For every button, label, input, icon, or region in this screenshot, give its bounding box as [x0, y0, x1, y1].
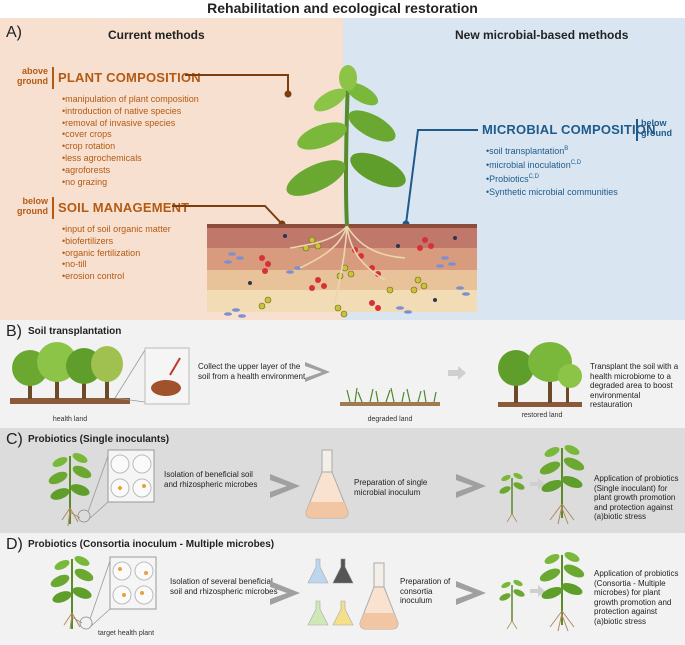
arrow-right-icon [530, 478, 545, 490]
plant-roots [289, 225, 406, 304]
plant-side-label: above ground [12, 66, 48, 86]
figure-title: Rehabilitation and ecological restoratio… [207, 0, 478, 16]
soil-side-label: below ground [12, 196, 48, 216]
panel-c-letter: C) [6, 431, 23, 448]
panel-b-letter: B) [6, 323, 22, 340]
flask-c [305, 449, 349, 519]
soil-layers [207, 224, 477, 312]
soil-transplant-illustration [10, 342, 582, 407]
list-item: removal of invasive species [62, 118, 199, 130]
multi-isolation-text: Isolation of several beneficial soil and… [170, 577, 278, 596]
panel-d-title: Probiotics (Consortia inoculum - Multipl… [28, 539, 275, 550]
panel-c: C) Probiotics (Single inoculants) Isolat… [0, 428, 685, 533]
grown-plant-d [539, 552, 585, 632]
single-inoculant-illustration [48, 445, 585, 527]
list-item: input of soil organic matter [62, 224, 171, 236]
microbial-composition-list: soil transplantationB microbial inoculat… [486, 144, 618, 199]
grown-plant-c [539, 445, 585, 525]
microbial-side-top: below [641, 118, 667, 128]
restored-land-label: restored land [521, 412, 563, 419]
list-item: introduction of native species [62, 106, 199, 118]
microbial-side-label: below ground [641, 118, 681, 138]
target-plant-label: target health plant [97, 630, 155, 637]
plant-composition-title: PLANT COMPOSITION [58, 70, 201, 85]
panel-a-letter: A) [6, 24, 22, 41]
list-item: organic fertilization [62, 248, 171, 260]
degraded-land-label: degraded land [367, 416, 413, 423]
panel-a: A) Current methods New microbial-based m… [0, 18, 685, 320]
petri-dishes-d [89, 556, 157, 628]
panel-d-letter: D) [6, 536, 23, 553]
plant-connector-line [185, 74, 289, 94]
soil-side-bottom: ground [17, 206, 48, 216]
arrow-chevron-icon [456, 581, 486, 605]
soil-divider-bar [52, 197, 54, 219]
list-item: soil transplantationB [486, 144, 618, 158]
plant-side-bottom: ground [17, 76, 48, 86]
soil-sample-inset [114, 347, 190, 405]
soil-connector-line [172, 205, 283, 225]
list-item: no-till [62, 259, 171, 271]
plant-soil-illustration [172, 65, 478, 318]
list-item: manipulation of plant composition [62, 94, 199, 106]
consortia-flask [359, 562, 399, 630]
arrow-chevron-icon [270, 474, 300, 498]
small-plant-c [499, 472, 525, 523]
plant-divider-bar [52, 67, 54, 89]
list-item: no grazing [62, 177, 199, 189]
arrow-chevron-icon [456, 474, 486, 498]
health-land-label: health land [52, 416, 88, 423]
list-item: erosion control [62, 271, 171, 283]
plant-composition-list: manipulation of plant composition introd… [62, 94, 199, 188]
soil-transplant-text: Transplant the soil with a health microb… [590, 362, 679, 409]
consortia-application-text: Application of probiotics (Consortia - M… [594, 569, 679, 626]
soil-management-list: input of soil organic matter biofertiliz… [62, 224, 171, 283]
list-item: Synthetic microbial communities [486, 185, 618, 199]
panel-d: D) Probiotics (Consortia inoculum - Mult… [0, 533, 685, 645]
soil-collection-text: Collect the upper layer of the soil from… [198, 362, 306, 381]
restored-land-trees [498, 342, 582, 407]
small-flasks [307, 558, 354, 626]
list-item: crop rotation [62, 141, 199, 153]
soil-management-title: SOIL MANAGEMENT [58, 200, 190, 215]
plant-d [50, 556, 94, 630]
degraded-land-grass [340, 387, 440, 406]
list-item: cover crops [62, 129, 199, 141]
plant-side-top: above [21, 66, 48, 76]
arrow-chevron-icon [270, 581, 300, 605]
panel-b-title: Soil transplantation [28, 326, 122, 337]
panel-c-title: Probiotics (Single inoculants) [28, 434, 170, 445]
microbial-composition-title: MICROBIAL COMPOSITION [482, 122, 656, 137]
health-land-trees [10, 342, 130, 404]
current-methods-heading: Current methods [108, 28, 205, 42]
list-item: agroforests [62, 165, 199, 177]
consortia-inoculum-text: Preparation of consortia inoculum [400, 577, 451, 605]
single-inoculum-text: Preparation of single microbial inoculum [354, 478, 428, 497]
list-item: ProbioticsC,D [486, 172, 618, 186]
new-methods-heading: New microbial-based methods [455, 28, 629, 42]
petri-dishes-c [87, 449, 155, 521]
microbial-divider-bar [636, 119, 638, 141]
list-item: biofertilizers [62, 236, 171, 248]
soil-side-top: below [22, 196, 48, 206]
small-plant-d [499, 579, 525, 630]
plant [286, 65, 406, 227]
arrow-chevron-icon [305, 362, 330, 382]
microbial-side-bottom: ground [641, 128, 672, 138]
plant-c [48, 453, 92, 527]
panel-b: B) Soil transplantation Collect the uppe… [0, 320, 685, 428]
plant-connector-dot [284, 90, 292, 98]
consortia-inoculum-illustration [50, 552, 585, 632]
arrow-right-icon [530, 585, 545, 597]
list-item: less agrochemicals [62, 153, 199, 165]
arrow-right-icon [448, 366, 466, 380]
isolation-text: Isolation of beneficial soil and rhizosp… [164, 470, 258, 489]
single-application-text: Application of probiotics (Single inocul… [594, 474, 679, 521]
list-item: microbial inoculationC,D [486, 158, 618, 172]
microbe-clusters [224, 234, 470, 318]
microbial-connector-line [405, 129, 478, 225]
